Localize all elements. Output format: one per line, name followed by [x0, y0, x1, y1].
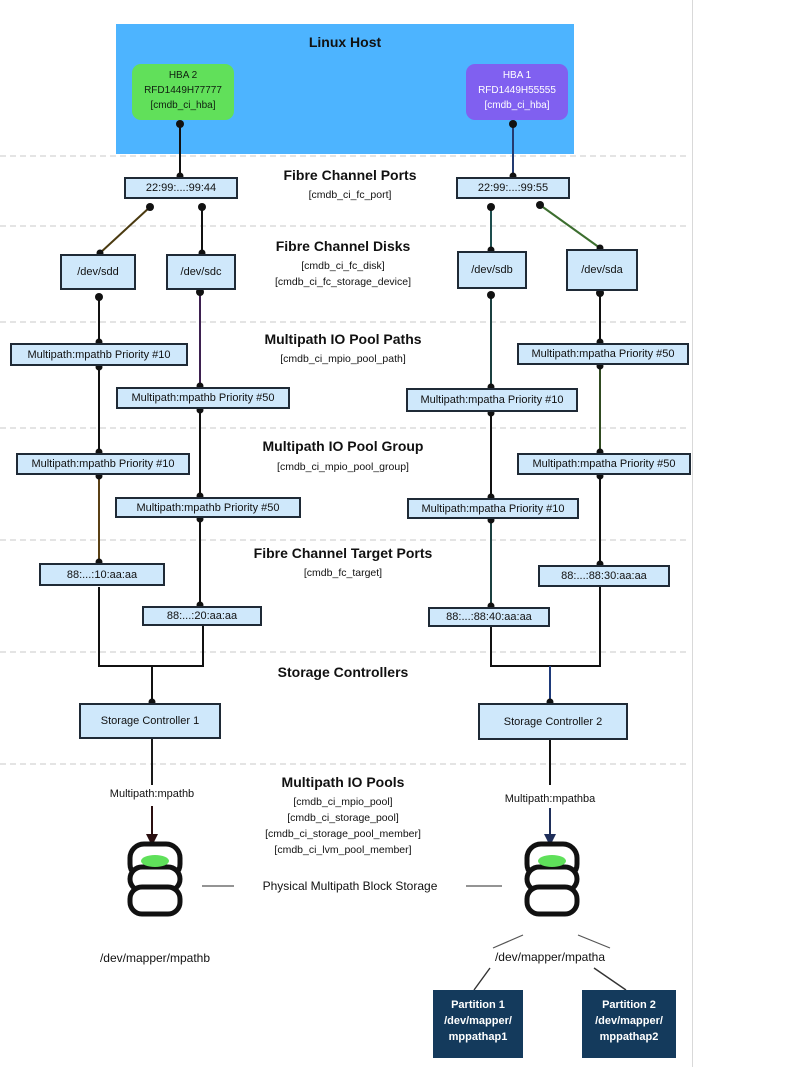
connector	[577, 934, 611, 949]
connector-dot	[487, 203, 495, 211]
hba-2[interactable]: HBA 2 RFD1449H77777 [cmdb_ci_hba]	[132, 64, 234, 120]
storage-label: Physical Multipath Block Storage	[262, 879, 438, 893]
connector	[98, 587, 204, 667]
layer-title-pool-group: Multipath IO Pool Group	[262, 438, 424, 454]
connector-dot	[95, 293, 103, 301]
connector	[99, 206, 151, 254]
connector	[539, 204, 601, 249]
pool-group-box[interactable]: Multipath:mpathb Priority #50	[115, 497, 301, 518]
layer-ci-fc-disk: [cmdb_ci_fc_disk]	[301, 260, 385, 272]
page-edge	[692, 0, 693, 1067]
layer-title-fc-ports: Fibre Channel Ports	[283, 167, 417, 183]
hba-1[interactable]: HBA 1 RFD1449H55555 [cmdb_ci_hba]	[466, 64, 568, 120]
pool-path-box[interactable]: Multipath:mpatha Priority #50	[517, 343, 689, 365]
layer-separators	[0, 155, 690, 765]
layer-title-pools: Multipath IO Pools	[281, 774, 405, 790]
layer-ci-storage-pool: [cmdb_ci_storage_pool]	[287, 812, 399, 824]
layer-ci-pool-path: [cmdb_ci_mpio_pool_path]	[280, 353, 406, 365]
pool-group-box[interactable]: Multipath:mpatha Priority #50	[517, 453, 691, 475]
mapper-label: /dev/mapper/mpathb	[99, 951, 211, 965]
fc-port-box[interactable]: 22:99:...:99:55	[456, 177, 570, 199]
partition-device: mppathap2	[599, 1031, 659, 1043]
target-port-box[interactable]: 88:...:20:aa:aa	[142, 606, 262, 626]
hba-1-serial: RFD1449H55555	[478, 85, 556, 96]
database-icon	[524, 841, 580, 917]
hba-2-ci: [cmdb_ci_hba]	[150, 100, 216, 111]
connector-dot	[198, 203, 206, 211]
mapper-label: /dev/mapper/mpatha	[494, 950, 606, 964]
hba-2-name: HBA 2	[168, 70, 198, 81]
disk-box[interactable]: /dev/sdb	[457, 251, 527, 289]
pool-label: Multipath:mpathb	[109, 788, 195, 800]
target-port-box[interactable]: 88:...:88:30:aa:aa	[538, 565, 670, 587]
hba-1-ci: [cmdb_ci_hba]	[484, 100, 550, 111]
connector-dot	[596, 289, 604, 297]
connector-dot	[509, 120, 517, 128]
fc-port-box[interactable]: 22:99:...:99:44	[124, 177, 238, 199]
layer-ci-storage-pool-member: [cmdb_ci_storage_pool_member]	[265, 828, 421, 840]
partition-box[interactable]: Partition 2 /dev/mapper/ mppathap2	[582, 990, 676, 1058]
partition-name: Partition 1	[451, 999, 505, 1011]
connector	[593, 967, 627, 991]
layer-ci-fc-storage-device: [cmdb_ci_fc_storage_device]	[275, 276, 411, 288]
layer-title-fc-disks: Fibre Channel Disks	[275, 238, 411, 254]
disk-box[interactable]: /dev/sda	[566, 249, 638, 291]
hba-2-serial: RFD1449H77777	[144, 85, 222, 96]
connector	[492, 934, 524, 949]
layer-ci-pool-group: [cmdb_ci_mpio_pool_group]	[277, 461, 409, 473]
pool-path-box[interactable]: Multipath:mpathb Priority #50	[116, 387, 290, 409]
hba-1-name: HBA 1	[502, 70, 532, 81]
storage-controller-box[interactable]: Storage Controller 2	[478, 703, 628, 740]
linux-host-title: Linux Host	[308, 34, 382, 50]
target-port-box[interactable]: 88:...:10:aa:aa	[39, 563, 165, 586]
layer-ci-fc-target: [cmdb_fc_target]	[303, 567, 383, 579]
layer-ci-mpio-pool: [cmdb_ci_mpio_pool]	[293, 796, 393, 808]
layer-title-controllers: Storage Controllers	[277, 664, 409, 680]
connector-dot	[536, 201, 544, 209]
connector	[473, 967, 491, 991]
target-port-box[interactable]: 88:...:88:40:aa:aa	[428, 607, 550, 627]
pool-label: Multipath:mpathba	[504, 793, 596, 805]
pool-path-box[interactable]: Multipath:mpathb Priority #10	[10, 343, 188, 366]
partition-device: mppathap1	[448, 1031, 508, 1043]
pool-group-box[interactable]: Multipath:mpathb Priority #10	[16, 453, 190, 475]
storage-controller-box[interactable]: Storage Controller 1	[79, 703, 221, 739]
layer-title-target-ports: Fibre Channel Target Ports	[253, 545, 433, 561]
arrowhead	[146, 834, 158, 846]
arrowheads	[146, 834, 556, 846]
connector	[490, 587, 601, 667]
partition-box[interactable]: Partition 1 /dev/mapper/ mppathap1	[433, 990, 523, 1058]
pool-group-box[interactable]: Multipath:mpatha Priority #10	[407, 498, 579, 519]
connector-dot	[487, 291, 495, 299]
partition-name: Partition 2	[602, 999, 656, 1011]
connectors	[98, 124, 627, 991]
layer-title-pool-paths: Multipath IO Pool Paths	[264, 331, 422, 347]
connector-dot	[146, 203, 154, 211]
disk-box[interactable]: /dev/sdc	[166, 254, 236, 290]
partition-path: /dev/mapper/	[444, 1015, 512, 1027]
disk-box[interactable]: /dev/sdd	[60, 254, 136, 290]
layer-ci-fc-port: [cmdb_ci_fc_port]	[308, 189, 392, 201]
pool-path-box[interactable]: Multipath:mpatha Priority #10	[406, 388, 578, 412]
connector-dot	[176, 120, 184, 128]
connector-dot	[196, 288, 204, 296]
layer-ci-lvm-pool-member: [cmdb_ci_lvm_pool_member]	[274, 844, 412, 856]
database-icon	[127, 841, 183, 917]
partition-path: /dev/mapper/	[595, 1015, 663, 1027]
arrowhead	[544, 834, 556, 846]
